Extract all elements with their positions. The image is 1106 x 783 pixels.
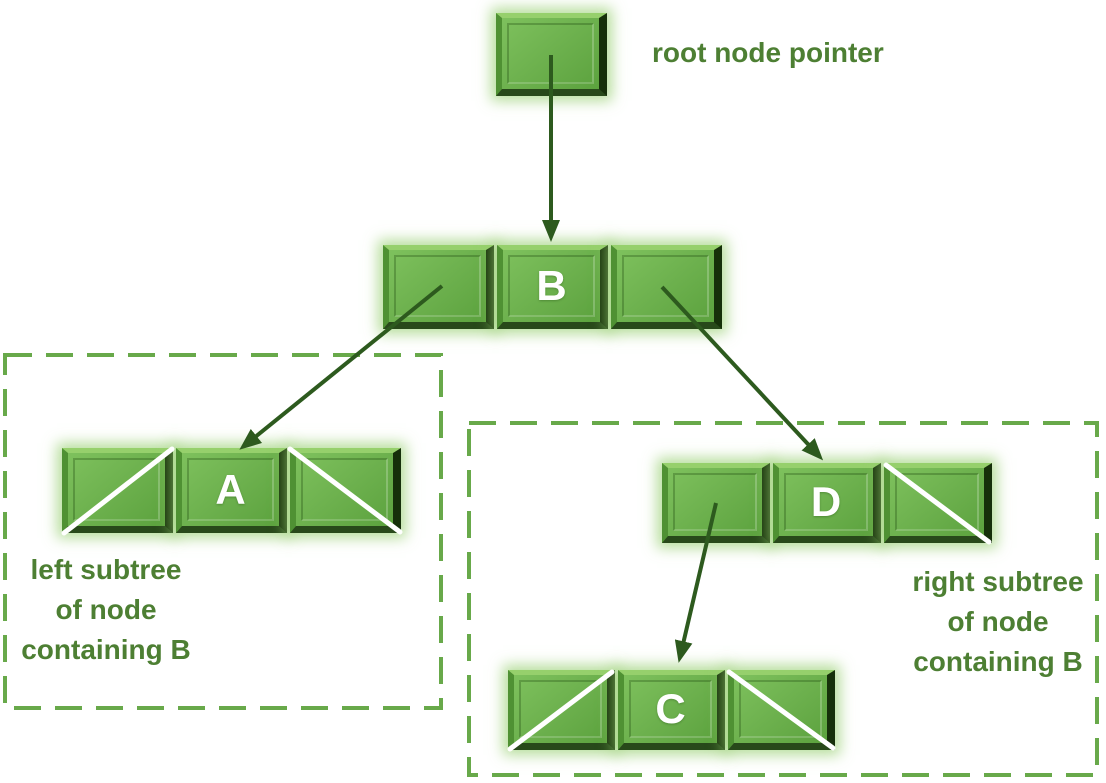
left-subtree-label-line1: left subtree	[30, 554, 182, 585]
node-d-value: D	[810, 478, 842, 525]
node-d-right-pointer-cell	[884, 463, 992, 543]
node-c-value-cell: C	[618, 670, 725, 750]
node-b-value-cell: B	[497, 245, 608, 329]
node-d-value-cell: D	[773, 463, 881, 543]
node-d-left-pointer-cell	[662, 463, 770, 543]
node-c-value: C	[655, 685, 686, 732]
node-b-left-pointer-cell	[383, 245, 494, 329]
left-subtree-label-line3: containing B	[21, 634, 191, 665]
left-subtree-label-line2: of node	[55, 594, 157, 625]
node-a-left-pointer-cell	[62, 448, 173, 533]
node-a-value-cell: A	[176, 448, 287, 533]
node-a-right-pointer-cell	[290, 448, 401, 533]
node-b-value: B	[536, 262, 567, 309]
node-c-left-pointer-cell	[508, 670, 615, 750]
root-pointer-box	[496, 13, 607, 96]
right-subtree-label-line2: of node	[947, 606, 1049, 637]
right-subtree-label: right subtree of node containing B	[900, 562, 1096, 682]
node-a-value: A	[215, 465, 246, 513]
node-b-right-pointer-cell	[611, 245, 722, 329]
left-subtree-label: left subtree of node containing B	[10, 550, 202, 670]
node-c-right-pointer-cell	[728, 670, 835, 750]
right-subtree-label-line1: right subtree	[912, 566, 1084, 597]
right-subtree-label-line3: containing B	[913, 646, 1083, 677]
root-pointer-label: root node pointer	[652, 37, 884, 68]
